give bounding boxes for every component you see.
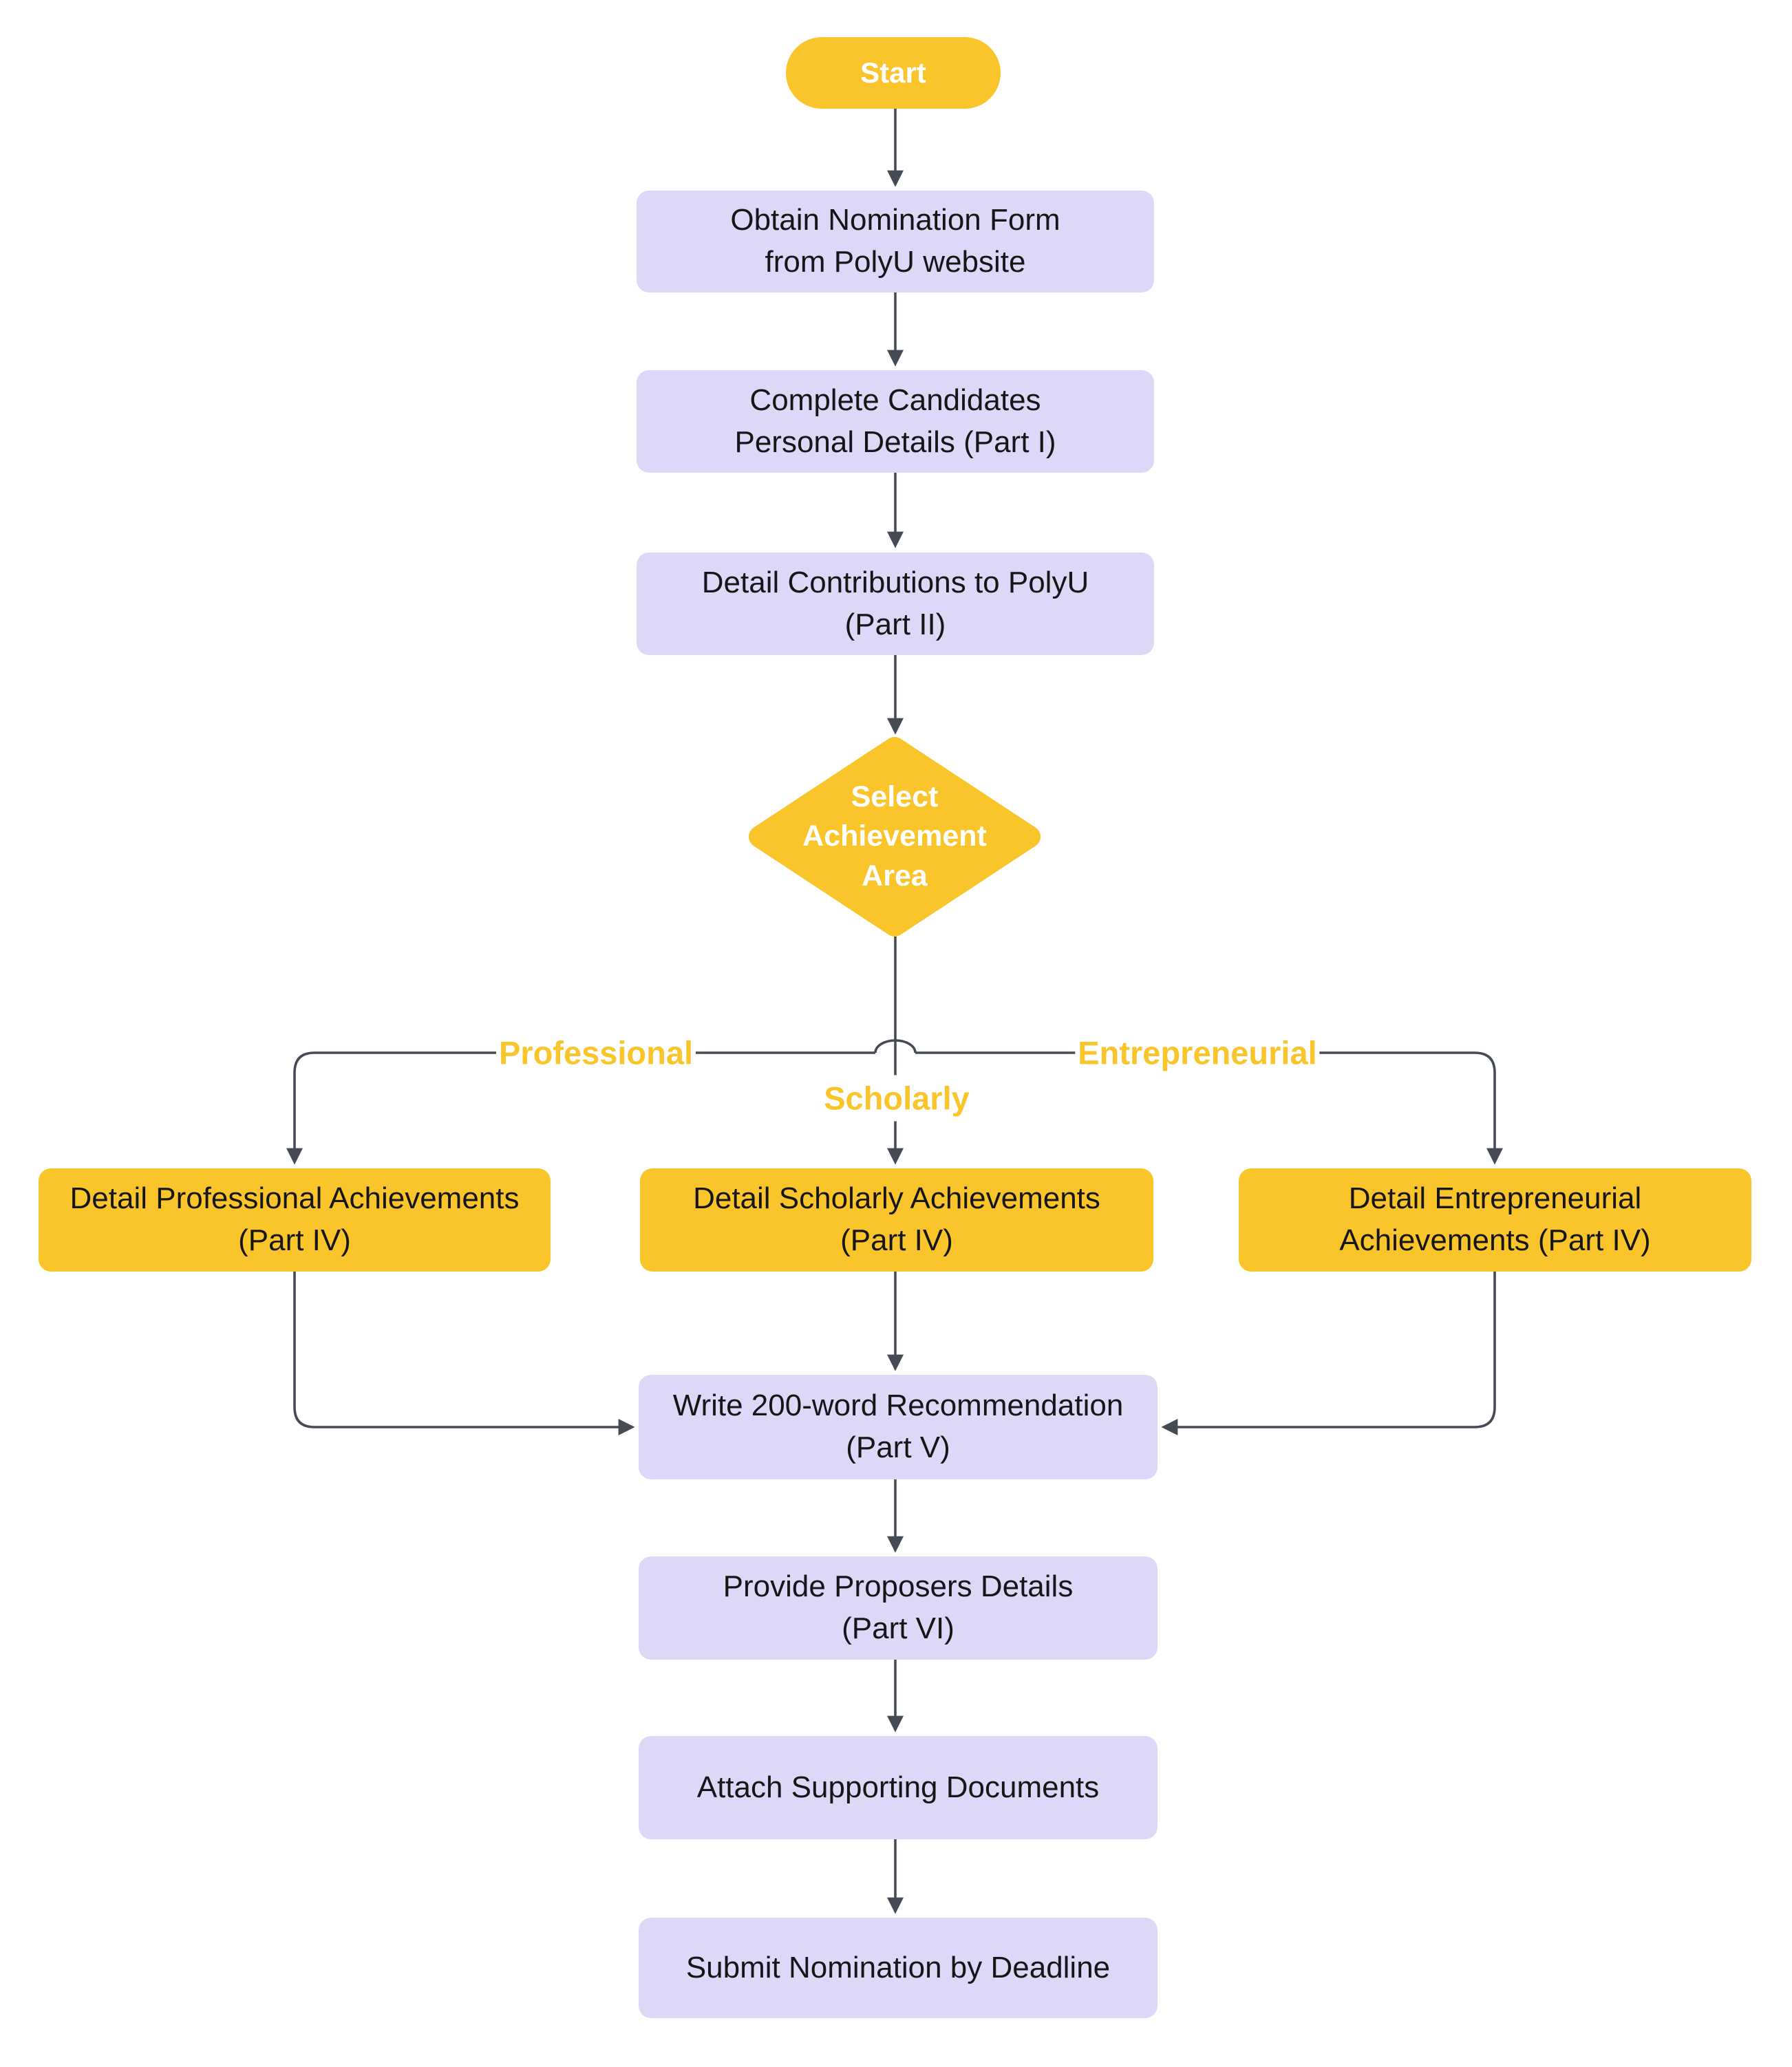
step-entrepreneurial-label: Detail Entrepreneurial Achievements (Par… — [1339, 1181, 1651, 1257]
step-submit-nomination: Submit Nomination by Deadline — [639, 1918, 1158, 2018]
edge-decision-to-entrepreneurial — [915, 1051, 1503, 1165]
decision-label: Select Achievement Area — [802, 780, 987, 892]
decision-diamond — [749, 737, 1041, 936]
decision-select-achievement-area: Select Achievement Area — [749, 737, 1041, 936]
step-professional-label: Detail Professional Achievements (Part I… — [70, 1181, 520, 1257]
edge-branch-line-hop — [874, 1039, 917, 1053]
step-write-recommendation: Write 200-word Recommendation (Part V) — [639, 1375, 1158, 1479]
step-provide-proposers-details: Provide Proposers Details (Part VI) — [639, 1556, 1158, 1660]
start-node-label: Start — [860, 56, 926, 89]
start-node: Start — [786, 37, 1001, 109]
step-submit-label: Submit Nomination by Deadline — [685, 1950, 1111, 1984]
step-attach-label: Attach Supporting Documents — [696, 1770, 1100, 1804]
step-contributions-label: Detail Contributions to PolyU (Part II) — [701, 565, 1089, 641]
step-attach-supporting-documents: Attach Supporting Documents — [639, 1736, 1158, 1839]
branch-label-entrepreneurial: Entrepreneurial — [1075, 1029, 1320, 1076]
edge-professional-to-write — [293, 1272, 635, 1435]
edge-entrepreneurial-to-write — [1161, 1272, 1496, 1435]
step-scholarly-achievements: Detail Scholarly Achievements (Part IV) — [640, 1168, 1153, 1272]
step-write-label: Write 200-word Recommendation (Part V) — [672, 1389, 1124, 1464]
step-proposers-label: Provide Proposers Details (Part VI) — [723, 1570, 1074, 1645]
step-scholarly-label: Detail Scholarly Achievements (Part IV) — [693, 1181, 1100, 1257]
step-obtain-label: Obtain Nomination Form from PolyU websit… — [730, 203, 1060, 279]
step-detail-contributions: Detail Contributions to PolyU (Part II) — [637, 553, 1154, 655]
step-complete-label: Complete Candidates Personal Details (Pa… — [734, 383, 1056, 459]
step-professional-achievements: Detail Professional Achievements (Part I… — [39, 1168, 551, 1272]
step-obtain-nomination-form: Obtain Nomination Form from PolyU websit… — [637, 191, 1154, 292]
branch-label-scholarly: Scholarly — [821, 1075, 972, 1122]
step-entrepreneurial-achievements: Detail Entrepreneurial Achievements (Par… — [1239, 1168, 1751, 1272]
edge-decision-to-professional — [286, 1051, 875, 1165]
branch-label-professional: Professional — [495, 1029, 696, 1076]
step-complete-personal-details: Complete Candidates Personal Details (Pa… — [637, 370, 1154, 473]
